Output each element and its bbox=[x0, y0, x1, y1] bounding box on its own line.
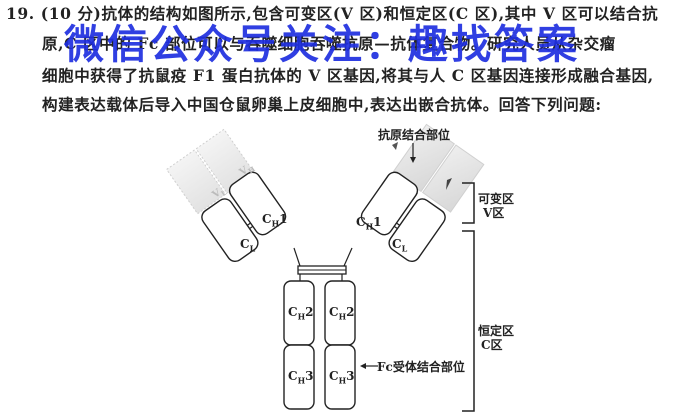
ch1-right-label: CH1 bbox=[356, 215, 382, 232]
left-fab-arm bbox=[165, 128, 287, 263]
fc-receptor-site-label: Fc受体结合部位 bbox=[377, 360, 465, 374]
antigen-binding-site-label: 抗原结合部位 bbox=[378, 128, 451, 142]
question-line-2: 原,C 区中的 Fc 部位可以与吞噬细胞吞噬抗原—抗体复合物。研究人员从杂交瘤 bbox=[42, 34, 616, 53]
ch2-right-label: CH2 bbox=[329, 305, 355, 322]
variable-region-short-label: V区 bbox=[483, 206, 505, 220]
cl-left-label: CL bbox=[240, 237, 256, 254]
ch3-left bbox=[283, 344, 315, 410]
ch3-right-label: CH3 bbox=[329, 369, 355, 386]
ch3-right bbox=[324, 344, 356, 410]
ch2-left-label: CH2 bbox=[288, 305, 314, 322]
constant-region-label: 恒定区 bbox=[478, 324, 515, 338]
right-fab-arm bbox=[360, 123, 485, 263]
ch1-left-label: CH1 bbox=[262, 212, 288, 229]
constant-region-short-label: C区 bbox=[481, 338, 503, 352]
watermark-overlay: 微信公众号关注：趣找答案 bbox=[64, 22, 580, 68]
question-line-3: 细胞中获得了抗鼠疫 F1 蛋白抗体的 V 区基因,将其与人 C 区基因连接形成融… bbox=[42, 66, 654, 85]
ch3-left-label: CH3 bbox=[288, 369, 314, 386]
question-line-4: 构建表达载体后导入中国仓鼠卵巢上皮细胞中,表达出嵌合抗体。回答下列问题: bbox=[42, 95, 602, 114]
cl-right-label: CL bbox=[392, 237, 408, 254]
variable-region-label: 可变区 bbox=[478, 192, 515, 206]
question-line-1: 19. (10 分)抗体的结构如图所示,包含可变区(V 区)和恒定区(C 区),… bbox=[6, 4, 659, 23]
